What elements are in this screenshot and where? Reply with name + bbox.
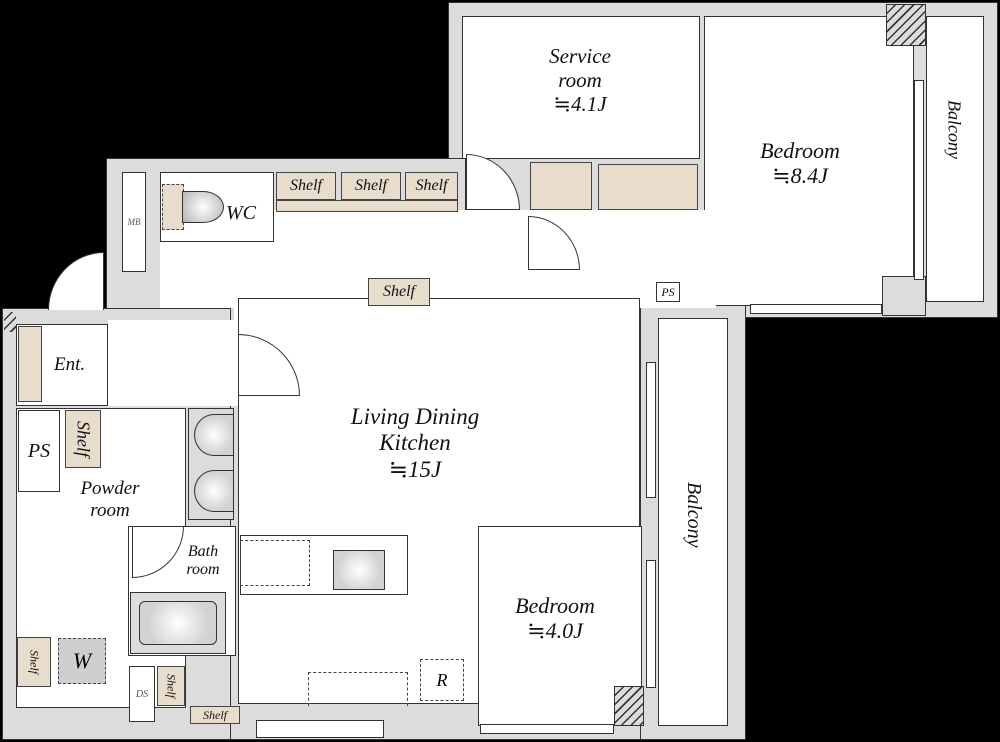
ds-label: DS (135, 688, 149, 700)
bedroom-main-area: ≒8.4J (772, 163, 828, 189)
column-bottom-right (882, 276, 926, 316)
shelf-label: Shelf (415, 177, 448, 194)
powder-room-name-1: Powder (80, 478, 140, 499)
entrance-shoe-shelf[interactable] (18, 326, 42, 402)
bedroom-main-floor (704, 16, 914, 306)
shelf-label: Shelf (383, 283, 415, 300)
cooktop-area (240, 540, 310, 586)
shelf-label: Shelf (164, 674, 179, 698)
ldk-name-1: Living Dining (350, 404, 480, 429)
column-hatch-bottom (614, 686, 644, 726)
shelf-3[interactable]: Shelf (405, 172, 458, 200)
bedroom-small-area: ≒4.0J (527, 618, 583, 644)
laundry-shelf[interactable]: Shelf (17, 637, 51, 687)
service-closet-1[interactable] (530, 162, 592, 210)
ps-box: PS (18, 410, 60, 492)
powder-room-name-2: room (90, 499, 130, 521)
bedroom-main-name: Bedroom (760, 138, 840, 163)
service-room-name-1: Service (549, 44, 611, 68)
balcony-top-label: Balcony (944, 100, 965, 159)
ldk-label: Living Dining Kitchen ≒15J (330, 404, 500, 483)
bedroom-small-window[interactable] (646, 560, 656, 688)
service-room-name-2: room (558, 68, 602, 93)
corridor-floor-2 (108, 320, 238, 406)
entrance-label: Ent. (54, 354, 86, 375)
bath-room-label: Bath room (176, 543, 230, 580)
shelf-label: Shelf (290, 177, 322, 194)
ps-label: PS (661, 284, 675, 299)
shelf-base (276, 200, 458, 212)
service-closet-2[interactable] (598, 164, 698, 210)
balcony-top-floor (926, 16, 984, 302)
shelf-1[interactable]: Shelf (276, 172, 336, 200)
ldk-window[interactable] (646, 362, 656, 498)
counter-dashed-area (308, 672, 408, 706)
ldk-bottom-window[interactable] (256, 720, 384, 738)
service-room-area: ≒4.1J (553, 92, 607, 117)
mb-box: MB (122, 172, 146, 272)
shelf-label: Shelf (73, 421, 94, 457)
bath-room-name-1: Bath (187, 543, 219, 560)
powder-shelf[interactable]: Shelf (65, 410, 101, 468)
kitchen-sink-icon (333, 550, 385, 590)
bedroom-main-label: Bedroom ≒8.4J (740, 138, 860, 189)
toilet-icon (162, 184, 224, 230)
shelf-label: Shelf (27, 650, 42, 674)
column-hatch-left (4, 312, 16, 332)
powder-room-label: Powder room (60, 478, 160, 522)
column-hatch-top (886, 4, 926, 46)
sink-icon (194, 414, 234, 456)
washer-space: W (58, 638, 106, 684)
mb-label: MB (127, 217, 141, 227)
bedroom-small-name: Bedroom (515, 593, 595, 618)
ldk-area: ≒15J (388, 456, 442, 482)
service-room-floor (462, 16, 700, 159)
sink-icon-2 (194, 470, 234, 512)
fridge-space: R (420, 659, 464, 701)
shelf-label: Shelf (203, 707, 227, 722)
shelf-label: Shelf (355, 177, 387, 194)
ps-label: PS (27, 439, 51, 462)
bottom-shelf[interactable]: Shelf (190, 706, 240, 724)
fridge-label: R (436, 669, 448, 690)
bedroom-main-window[interactable] (914, 80, 924, 280)
shelf-corridor[interactable]: Shelf (368, 278, 430, 306)
ds-box: DS (129, 666, 155, 722)
balcony-right-floor (658, 318, 728, 726)
washer-label: W (72, 648, 92, 673)
ds-shelf[interactable]: Shelf (157, 666, 185, 706)
wc-label: WC (226, 202, 256, 224)
shelf-2[interactable]: Shelf (341, 172, 401, 200)
bedroom-small-label: Bedroom ≒4.0J (500, 593, 610, 644)
bedroom-small-bottom-window[interactable] (480, 724, 614, 734)
ldk-name-2: Kitchen (379, 430, 451, 456)
bath-room-name-2: room (186, 561, 220, 579)
bedroom-main-bottom-window[interactable] (750, 304, 882, 314)
bathtub-icon (130, 592, 226, 654)
ps-box-bedroom: PS (656, 282, 680, 302)
entrance-door[interactable] (48, 252, 104, 310)
service-room-label: Service room ≒4.1J (520, 44, 640, 116)
balcony-right-label: Balcony (683, 482, 705, 548)
